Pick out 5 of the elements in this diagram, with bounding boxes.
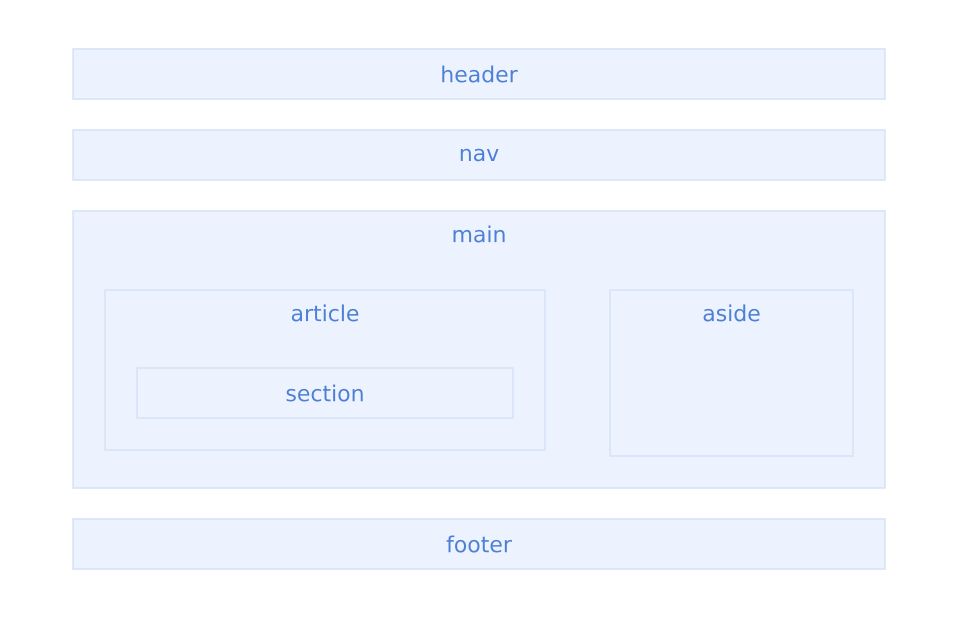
layout-box: footer	[72, 518, 886, 570]
layout-box: header	[72, 48, 886, 100]
layout-box: aside	[609, 289, 854, 457]
layout-box: nav	[72, 129, 886, 181]
layout-box: section	[136, 367, 514, 419]
